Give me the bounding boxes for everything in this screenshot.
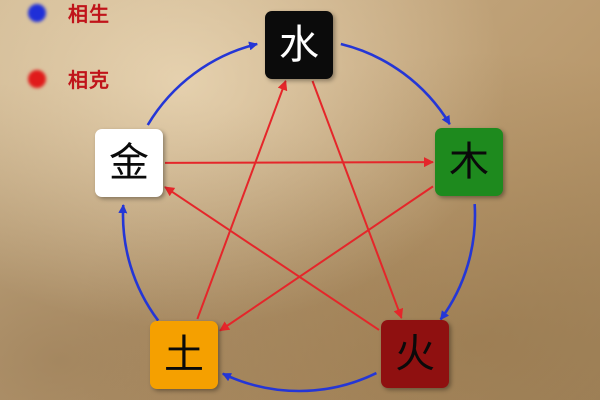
ke-arrow-earth-water (196, 80, 288, 320)
ke-arrows (164, 80, 434, 332)
sheng-arrows (118, 41, 477, 393)
legend-label-sheng: 相生 (68, 2, 110, 26)
ke-arrow-wood-earth (219, 185, 434, 332)
element-water: 水 (265, 11, 333, 79)
element-fire: 火 (381, 320, 449, 388)
sheng-arrow-fire-earth (222, 371, 377, 393)
sheng-arrow-wood-fire (439, 203, 477, 321)
element-wood: 木 (435, 128, 503, 196)
sheng-arrow-metal-water (146, 41, 259, 126)
legend-label-ke: 相克 (68, 68, 110, 92)
ke-arrow-fire-metal (164, 186, 380, 331)
ke-arrow-water-fire (311, 80, 404, 319)
element-earth: 土 (150, 321, 218, 389)
sheng-arrow-water-wood (340, 42, 451, 125)
legend-dot-red (28, 69, 46, 88)
legend-item-ke: 相克 (28, 64, 110, 93)
sheng-arrow-earth-metal (118, 204, 160, 322)
ke-arrow-metal-wood (164, 157, 434, 168)
legend-dot-blue (28, 3, 46, 22)
element-metal: 金 (95, 129, 163, 197)
legend-item-sheng: 相生 (28, 0, 110, 27)
